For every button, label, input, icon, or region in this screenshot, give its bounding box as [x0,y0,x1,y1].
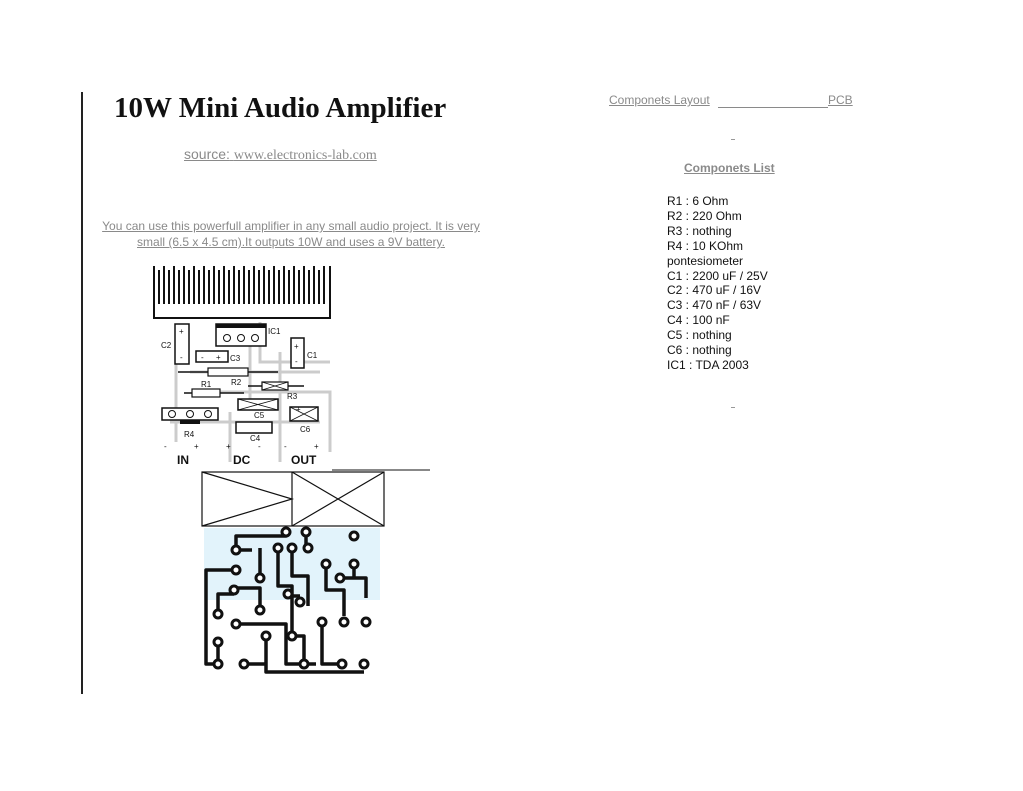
in-minus: - [164,442,167,451]
component-item: pontesiometer [667,253,744,268]
c4-component: C4 [235,421,273,443]
component-item: C1 : 2200 uF / 25V [667,268,768,283]
component-item: R4 : 10 KOhm [667,238,744,253]
source-prefix: source: [184,146,230,162]
heatsink-icon [153,266,331,319]
source-link[interactable]: source: www.electronics-lab.com [184,146,377,164]
c1-minus: - [295,357,298,366]
c3-label: C3 [230,354,241,363]
component-layout-diagram: IC1 + - C2 - + C3 + - C1 R2 R1 R3 [153,266,332,467]
c3-minus: - [201,353,204,362]
component-item: C5 : nothing [667,328,732,343]
r3-label: R3 [287,392,298,401]
component-item: C3 : 470 nF / 63V [667,298,762,313]
r2-component: R2 [178,367,278,387]
component-item: R2 : 220 Ohm [667,208,742,223]
dc-label: DC [233,453,251,467]
anchor-mark [731,139,735,140]
component-item: IC1 : TDA 2003 [667,357,749,372]
c6-label: C6 [300,425,311,434]
component-item: C4 : 100 nF [667,313,730,328]
c6-component: + C6 [289,405,319,434]
pcb-link[interactable]: PCB [828,93,853,107]
c1-label: C1 [307,351,318,360]
c2-minus: - [180,353,183,362]
in-plus: + [194,442,199,451]
c1-plus: + [294,342,299,351]
description-link[interactable]: You can use this powerfull amplifier in … [102,219,480,249]
dc-plus: + [226,442,231,451]
component-item: R1 : 6 Ohm [667,194,729,208]
c5-component: C5 [237,398,279,420]
dc-minus: - [258,442,261,451]
connector-terminals: - + + - - + IN DC OUT [164,442,319,467]
r2-label: R2 [231,378,242,387]
c6-plus: + [296,405,301,414]
out-label: OUT [291,453,317,467]
ic1-label: IC1 [268,327,281,336]
component-item: C6 : nothing [667,343,732,358]
component-item: C2 : 470 uF / 16V [667,283,762,298]
c3-plus: + [216,353,221,362]
r4-label: R4 [184,430,195,439]
c5-label: C5 [254,411,265,420]
c2-plus: + [179,327,184,336]
c3-component: - + C3 [195,350,241,363]
ic1-component: IC1 [215,323,281,347]
c1-component: + - C1 [290,337,318,369]
left-margin-rule [81,92,83,694]
out-minus: - [284,442,287,451]
nav-underline-gap [718,107,828,108]
components-list-heading[interactable]: Componets List [684,161,775,175]
pcb-diagram [201,469,430,674]
c2-label: C2 [161,341,172,350]
in-label: IN [177,453,189,467]
components-list: R1 : 6 Ohm R2 : 220 Ohm R3 : nothing R4 … [667,194,797,373]
r1-component: R1 [184,380,244,398]
c4-label: C4 [250,434,261,443]
solder-pads [212,526,372,670]
c2-component: + - C2 [161,323,190,365]
r1-label: R1 [201,380,212,389]
r4-component: R4 [161,407,219,439]
out-plus: + [314,442,319,451]
anchor-mark [731,407,735,408]
r3-component: R3 [248,381,304,401]
source-url: www.electronics-lab.com [233,148,377,163]
heatsink-outline [201,471,385,527]
components-layout-link[interactable]: Componets Layout [609,93,710,107]
page-title: 10W Mini Audio Amplifier [114,92,447,124]
component-item: R3 : nothing [667,223,732,238]
